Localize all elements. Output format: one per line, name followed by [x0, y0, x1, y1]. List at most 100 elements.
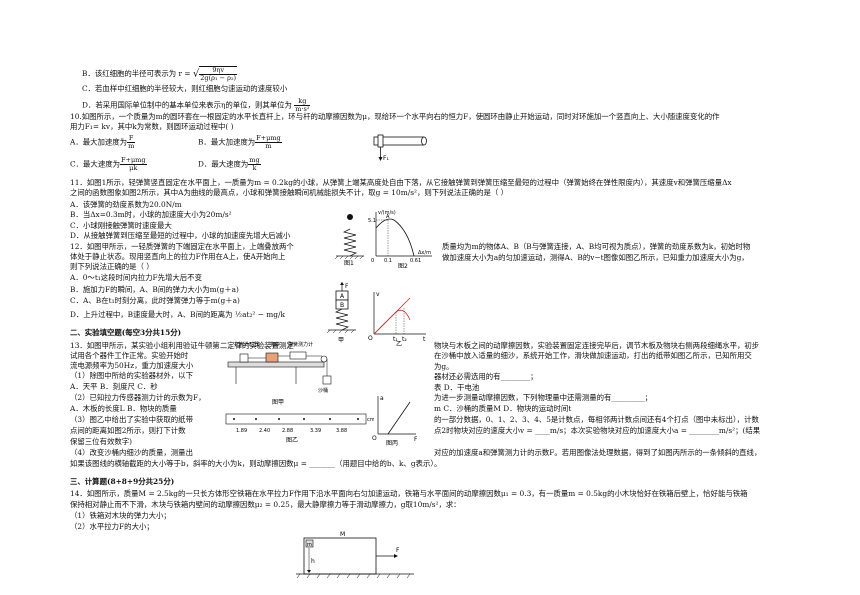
q13-stem-3-right: 为g。 [434, 362, 454, 371]
fig2-caption: 图2 [398, 263, 408, 268]
q12-stem-2-right: 做加速度大小为a的匀加速运动，测得A、B的v−t图像如图乙所示，已知重力加速度大… [442, 253, 749, 262]
tape-distance-3: 2.88 [282, 428, 293, 434]
svg-text:v: v [376, 291, 380, 298]
q13-part-1-right: 器材还必需选用的有________； [434, 372, 538, 381]
q13-stem-1: 13．如图甲所示，某实验小组利用验证牛顿第二定律的实验装置测定 [70, 341, 294, 350]
q13-part-2-options: A．木板的长度L B．物块的质量 [70, 404, 177, 413]
q13-part-4-b: 如果该图线的横轴截距的大小等于b，斜率的大小为k，则动摩擦因数μ = _____… [70, 459, 442, 468]
q13-part-1: （1）除图中所给的实验器材外，以下 [70, 371, 193, 380]
q14-part-2: （2）水平拉力F的大小； [70, 522, 154, 531]
svg-text:弹簧测力计: 弹簧测力计 [288, 341, 313, 348]
svg-text:0: 0 [371, 258, 374, 264]
svg-text:t₁: t₁ [393, 336, 398, 343]
q12-option-b: B．施加力F的瞬间，A、B间的弹力大小为m(g＋a) [70, 285, 239, 294]
q13-part-3-b: 点间的距离如图2所示，则打下计数 [70, 426, 186, 435]
q12-stem-1-right: 质量均为m的物体A、B（B与弹簧连接，A、B均可视为质点），弹簧的劲度系数为k，… [442, 242, 751, 251]
q11-stem-2: 之间的函数图象如图2所示，其中A为曲线的最高点，小球和弹簧接触瞬间机械能损失不计… [70, 188, 508, 197]
svg-text:A: A [386, 214, 390, 220]
q13-part-4: （4）改变沙桶内细沙的质量，测量出 [70, 448, 193, 457]
q12-figure-jia: F A B 甲 [322, 282, 362, 344]
svg-text:F: F [345, 283, 349, 290]
svg-text:F: F [414, 436, 418, 443]
q13-part-3-b-right: 点2时物块对应的速度大小v = ____m/s；本次实验物块对应的加速度大小a … [434, 426, 761, 435]
q9-option-b-text: B．该红细胞的半径可表示为 [82, 69, 177, 78]
svg-text:cm: cm [367, 417, 374, 423]
a-f-line [387, 401, 411, 435]
fig13-yi-caption: 图乙 [286, 437, 298, 444]
timer-shape [239, 353, 249, 363]
svg-text:B: B [340, 302, 344, 309]
q10-force-label: F₁ [383, 155, 389, 162]
q11-figure-2: v/(m/s) Δx/m 5.1 A 0 0.1 0.61 图2 [368, 208, 438, 268]
q13-stem-2: 试用各个器件工作正常。实验开始时 [70, 351, 189, 360]
q12-option-d-expression: ½at₂² − mg/k [234, 310, 285, 319]
q10-figure: F₁ [372, 129, 432, 169]
svg-text:m: m [307, 542, 312, 548]
q13-part-2: （2）已知拉力传感器测力计的示数为F， [70, 393, 206, 402]
q13-stem-3: 流电源频率为50Hz，重力加速度大小 [70, 361, 194, 370]
q11-option-a: A．该弹簧的劲度系数为20.0N/m [70, 200, 182, 209]
iron-box [303, 537, 377, 575]
tape-distance-5: 3.88 [336, 428, 347, 434]
tape-distance-2: 2.40 [259, 428, 270, 434]
q13-part-2-options-right: m C．沙桶的质量M D．物块的运动时间t [434, 404, 572, 413]
q13-part-1-options: A．天平 B．刻度尺 C．秒 [70, 382, 158, 391]
svg-text:v/(m/s): v/(m/s) [378, 210, 396, 216]
svg-text:0.61: 0.61 [410, 258, 421, 264]
v-dx-curve [375, 218, 415, 257]
fig13-jia-caption: 图甲 [272, 399, 284, 406]
svg-text:O: O [372, 435, 377, 442]
q13-stem-1-right: 物块与木板之间的动摩擦因数，实验装置固定连接完毕后，调节木板及物块右侧两段细绳水… [434, 341, 760, 350]
q12-option-a: A．0～t₁这段时间内拉力F先增大后不变 [70, 273, 202, 282]
q13-part-4-right: 对应的加速度a和弹簧测力计的示数F。若用图像法处理数据，得到了如图丙所示的一条倾… [434, 448, 762, 457]
q13-figure-bing: a F O 图丙 [372, 394, 420, 446]
section-3-heading: 三、计算题(8+8+9分共25分) [70, 477, 175, 486]
svg-text:t₂: t₂ [402, 336, 407, 343]
svg-text:Δx/m: Δx/m [418, 250, 431, 256]
sensor-shape [289, 351, 307, 360]
q13-part-2-right: 为进一步测量动摩擦因数，下列物理量中还需测量的有_________； [434, 393, 653, 402]
svg-text:打点计时器: 打点计时器 [234, 341, 259, 348]
q12-option-c: C．A、B在t₁时刻分离，此时弹簧弹力等于m(g＋a) [70, 296, 240, 305]
svg-text:物块: 物块 [270, 341, 280, 348]
q12-figure-yi: v t O t₁ t₂ 乙 [368, 290, 430, 346]
curve-b [373, 309, 411, 335]
block-shape [265, 352, 279, 363]
svg-text:h: h [311, 558, 315, 565]
ring-shape [377, 134, 384, 148]
q10-stem-2: 用力F₁= kv，其中k为常数，则圆环运动过程中( ) [70, 122, 234, 131]
q13-stem-2-right: 在沙桶中放入适量的细沙，系统开始工作，滑块做加速运动，打出的纸带如图乙所示，已知… [434, 351, 752, 360]
svg-text:M: M [340, 531, 345, 538]
fig12-jia-caption: 甲 [338, 337, 344, 344]
q11-option-b: B．当Δx=0.3m时，小球的加速度大小为20m/s² [70, 210, 232, 219]
svg-text:O: O [368, 335, 373, 342]
q14-stem-1: 14．如图所示，质量M = 2.5kg的一只长方体形空铁箱在水平拉力F作用下沿水… [70, 489, 748, 498]
q13-part-1-options-right: 表 D．干电池 [434, 383, 480, 392]
q11-option-d: D．从接触弹簧到压缩至最短的过程中，小球的加速度先增大后减小 [70, 231, 291, 240]
q12-option-d: D．上升过程中，B速度最大时，A、B间的距离为 ½at₂² − mg/k [70, 310, 285, 319]
bucket-shape [322, 375, 332, 385]
ball-shape [347, 214, 353, 220]
svg-text:A: A [340, 293, 345, 300]
q10-stem-1: 10.如图所示，一个质量为m的圆环套在一根固定的水平长直杆上，环与杆的动摩擦因数… [70, 112, 720, 121]
q9-option-b-r: r = [178, 69, 191, 78]
svg-text:a: a [380, 395, 384, 402]
q11-option-c: C．小球刚接触弹簧时速度最大 [70, 221, 172, 230]
q13-figure-yi: 1.89 2.40 2.88 3.39 3.88 cm 图乙 [224, 410, 374, 446]
fig12-yi-caption: 乙 [396, 341, 402, 346]
board-shape [227, 361, 325, 368]
q13-part-3-c: 保留三位有效数字) [70, 437, 133, 446]
q13-part-3-right: 的一部分数据，0、1、2、3、4、5是计数点，每相邻两计数点间还有4个打点（图中… [434, 415, 759, 424]
q12-stem-2: 体处于静止状态。现用竖直向上的拉力F作用在A上，使A开始向上 [70, 252, 286, 261]
fig1-caption: 图1 [344, 260, 354, 266]
svg-text:沙桶: 沙桶 [318, 387, 328, 394]
q14-figure: M m h F [296, 530, 416, 582]
q12-stem-3: 则下列说法正确的是（ ） [70, 262, 154, 271]
svg-text:F: F [396, 547, 400, 554]
